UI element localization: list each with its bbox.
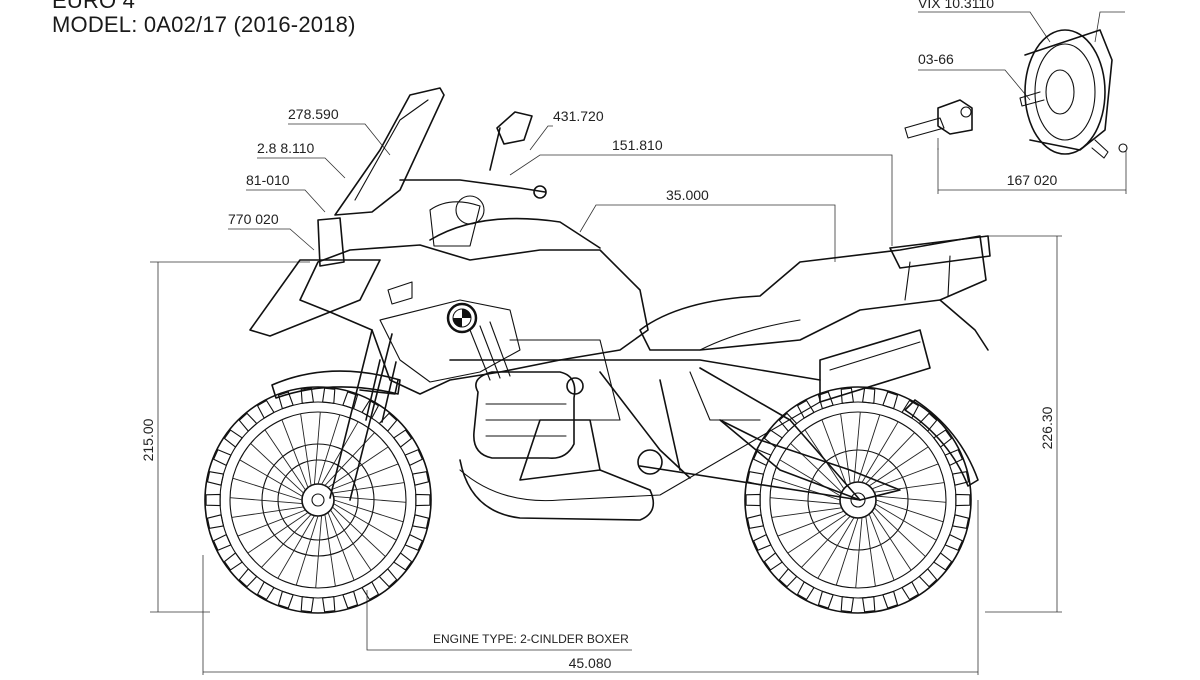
header-emission-standard: EURO 4 [52,0,136,13]
front-wheel [204,386,432,614]
engine [459,339,663,521]
header-model: MODEL: 0A02/17 (2016-2018) [52,12,356,37]
callout-label: 278.590 [288,106,339,122]
exhaust [459,329,931,502]
callout-label: 151.810 [612,137,663,153]
length-label: 45.080 [569,655,612,671]
height-front-label: 215.00 [140,418,156,461]
callout-bulb: 03-66 [918,51,1031,150]
height-rear-label: 226.30 [1039,406,1055,449]
detail-width-label: 167 020 [1007,172,1058,188]
dimension-detail-width: 167 020 [937,148,1127,194]
callout-mirror-mount: 2.8 8.110 [257,140,346,179]
callout-windscreen: 278.590 [288,106,391,156]
dimension-height-rear: 226.30 [985,235,1062,613]
bmw-roundel-icon [446,302,478,334]
motorcycle-side-view [204,87,991,614]
callout-label: 431.720 [553,108,604,124]
callout-beak: 81-010 [246,172,326,213]
frame [449,359,861,501]
callout-headlight: 770 020 [228,211,315,251]
callout-tank-length: 151.810 [509,137,893,246]
caption-label: ENGINE TYPE: 2-CINLDER BOXER [433,632,629,646]
callout-label: 03-66 [918,51,954,67]
callout-brake-disc: VIX 10.3110 [918,0,1125,43]
callout-label: 2.8 8.110 [257,140,315,156]
callout-mirror: 431.720 [529,108,604,151]
callout-label: 35.000 [666,187,709,203]
callout-label: 81-010 [246,172,290,188]
headlight-bulb-detail [904,99,973,139]
bodywork [249,87,991,395]
callout-seat: 35.000 [579,187,836,262]
caption-engine-type: ENGINE TYPE: 2-CINLDER BOXER [366,590,632,651]
callout-label: VIX 10.3110 [918,0,994,11]
callout-label: 770 020 [228,211,279,227]
dimension-height-front: 215.00 [140,261,310,613]
rear-wheel [744,386,972,614]
brake-disc-detail [1019,29,1128,159]
dimension-length: 45.080 [202,500,979,675]
